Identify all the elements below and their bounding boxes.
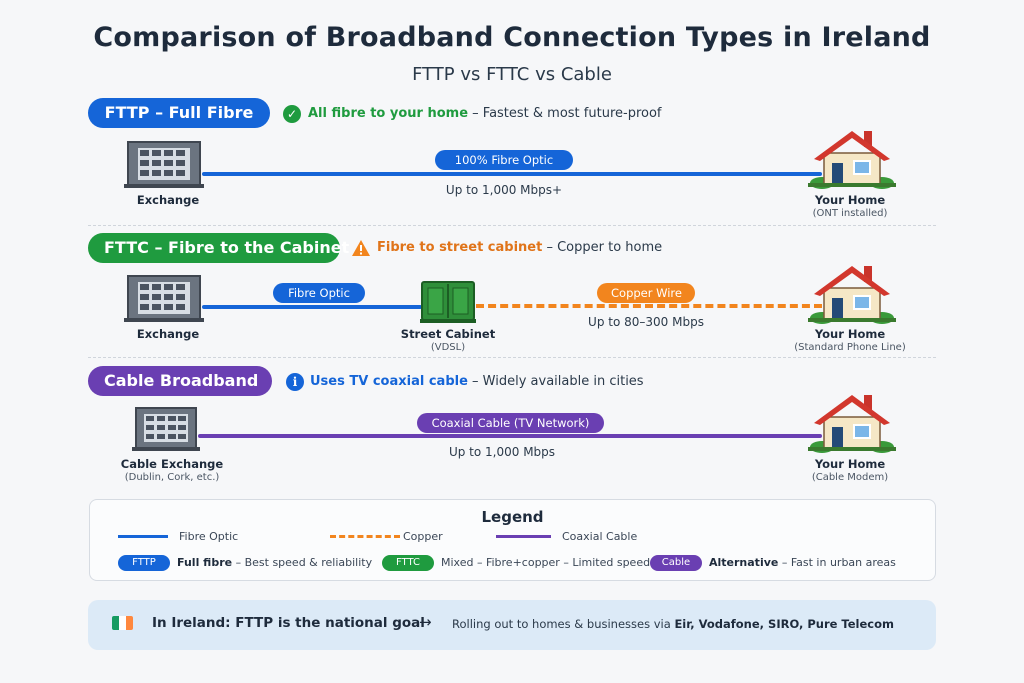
fttc-home-label: Your Home <box>814 327 886 341</box>
fttp-home-sub: (ONT installed) <box>812 208 888 219</box>
footer-text: Rolling out to homes & businesses via Ei… <box>452 617 894 631</box>
page-title: Comparison of Broadband Connection Types… <box>93 22 931 53</box>
home-icon <box>808 266 896 324</box>
fttc-fibre-label: Fibre Optic <box>273 283 365 303</box>
street-cabinet-icon <box>420 281 476 323</box>
legend-fttp-bold: Full fibre <box>177 556 233 569</box>
cable-exchange-icon <box>132 407 200 451</box>
legend-fibre-label: Fibre Optic <box>179 530 239 543</box>
ireland-info-bar: In Ireland: FTTP is the national goal → … <box>88 600 936 650</box>
fttp-desc-rest: – Fastest & most future-proof <box>468 106 662 121</box>
legend-fttc-text: Mixed – Fibre+copper – Limited speed <box>441 556 651 569</box>
legend-fttp-pill: FTTP <box>118 555 170 571</box>
legend: Legend Fibre Optic Copper Coaxial Cable … <box>89 499 936 581</box>
legend-fttp-text: Full fibre – Best speed & reliability <box>177 556 372 569</box>
section-divider <box>88 357 936 358</box>
check-circle-icon: ✓ <box>283 105 301 123</box>
footer-lead: In Ireland: FTTP is the national goal <box>152 615 425 631</box>
cable-desc-rest: – Widely available in cities <box>467 374 644 389</box>
fttp-description: All fibre to your home – Fastest & most … <box>308 106 662 121</box>
fttc-home-sub: (Standard Phone Line) <box>794 342 906 353</box>
fttc-desc-rest: – Copper to home <box>542 240 663 255</box>
fttp-exchange-label: Exchange <box>136 193 200 207</box>
legend-copper-swatch <box>330 535 400 538</box>
fttc-description: Fibre to street cabinet – Copper to home <box>377 240 662 255</box>
home-icon <box>808 395 896 453</box>
fttc-copper-label: Copper Wire <box>597 283 695 303</box>
legend-cable-bold: Alternative <box>709 556 779 569</box>
footer-rollout: Rolling out to homes & businesses via <box>452 617 675 631</box>
fttc-fibre-line <box>202 305 422 309</box>
fttp-home-label: Your Home <box>814 193 886 207</box>
exchange-building-icon <box>124 141 204 188</box>
exchange-building-icon <box>124 275 204 322</box>
footer-providers: Eir, Vodafone, SIRO, Pure Telecom <box>674 617 894 631</box>
legend-fttp-rest: – Best speed & reliability <box>232 556 373 569</box>
cable-home-sub: (Cable Modem) <box>811 472 889 483</box>
fttc-badge: FTTC – Fibre to the Cabinet <box>88 233 349 263</box>
legend-title: Legend <box>481 508 544 526</box>
info-icon: i <box>286 373 304 391</box>
arrow-right-icon: → <box>419 613 432 631</box>
cable-badge: Cable Broadband <box>88 366 272 396</box>
fttc-highlight: Fibre to street cabinet <box>377 240 543 255</box>
cable-speed: Up to 1,000 Mbps <box>448 445 556 459</box>
fttc-cabinet-sub: (VDSL) <box>430 342 466 353</box>
legend-cable-text: Alternative – Fast in urban areas <box>709 556 896 569</box>
fttc-cabinet-label: Street Cabinet <box>400 327 496 341</box>
fttc-speed: Up to 80–300 Mbps <box>588 315 704 329</box>
legend-cable-pill: Cable <box>650 555 702 571</box>
cable-highlight: Uses TV coaxial cable <box>310 374 468 389</box>
cable-coaxial-line <box>198 434 822 438</box>
fttc-exchange-label: Exchange <box>136 327 200 341</box>
cable-coaxial-label: Coaxial Cable (TV Network) <box>417 413 604 433</box>
warning-icon <box>352 240 370 256</box>
cable-description: Uses TV coaxial cable – Widely available… <box>310 374 644 389</box>
section-divider <box>88 225 936 226</box>
fttp-badge: FTTP – Full Fibre <box>88 98 270 128</box>
page-subtitle: FTTP vs FTTC vs Cable <box>412 64 612 85</box>
cable-exchange-sub: (Dublin, Cork, etc.) <box>124 472 220 483</box>
home-icon <box>808 131 896 189</box>
irish-flag-icon <box>112 616 133 630</box>
legend-fttc-pill: FTTC <box>382 555 434 571</box>
legend-coaxial-label: Coaxial Cable <box>562 530 638 543</box>
fttp-highlight: All fibre to your home <box>308 106 469 121</box>
fttp-cable-label: 100% Fibre Optic <box>435 150 573 170</box>
fttc-copper-line <box>476 304 822 308</box>
legend-copper-label: Copper <box>403 530 443 543</box>
legend-fibre-swatch <box>118 535 168 538</box>
legend-coaxial-swatch <box>496 535 551 538</box>
fttp-speed: Up to 1,000 Mbps+ <box>445 183 563 197</box>
cable-exchange-label: Cable Exchange <box>120 457 224 471</box>
fttp-fibre-line <box>202 172 822 176</box>
legend-cable-rest: – Fast in urban areas <box>778 556 896 569</box>
cable-home-label: Your Home <box>814 457 886 471</box>
